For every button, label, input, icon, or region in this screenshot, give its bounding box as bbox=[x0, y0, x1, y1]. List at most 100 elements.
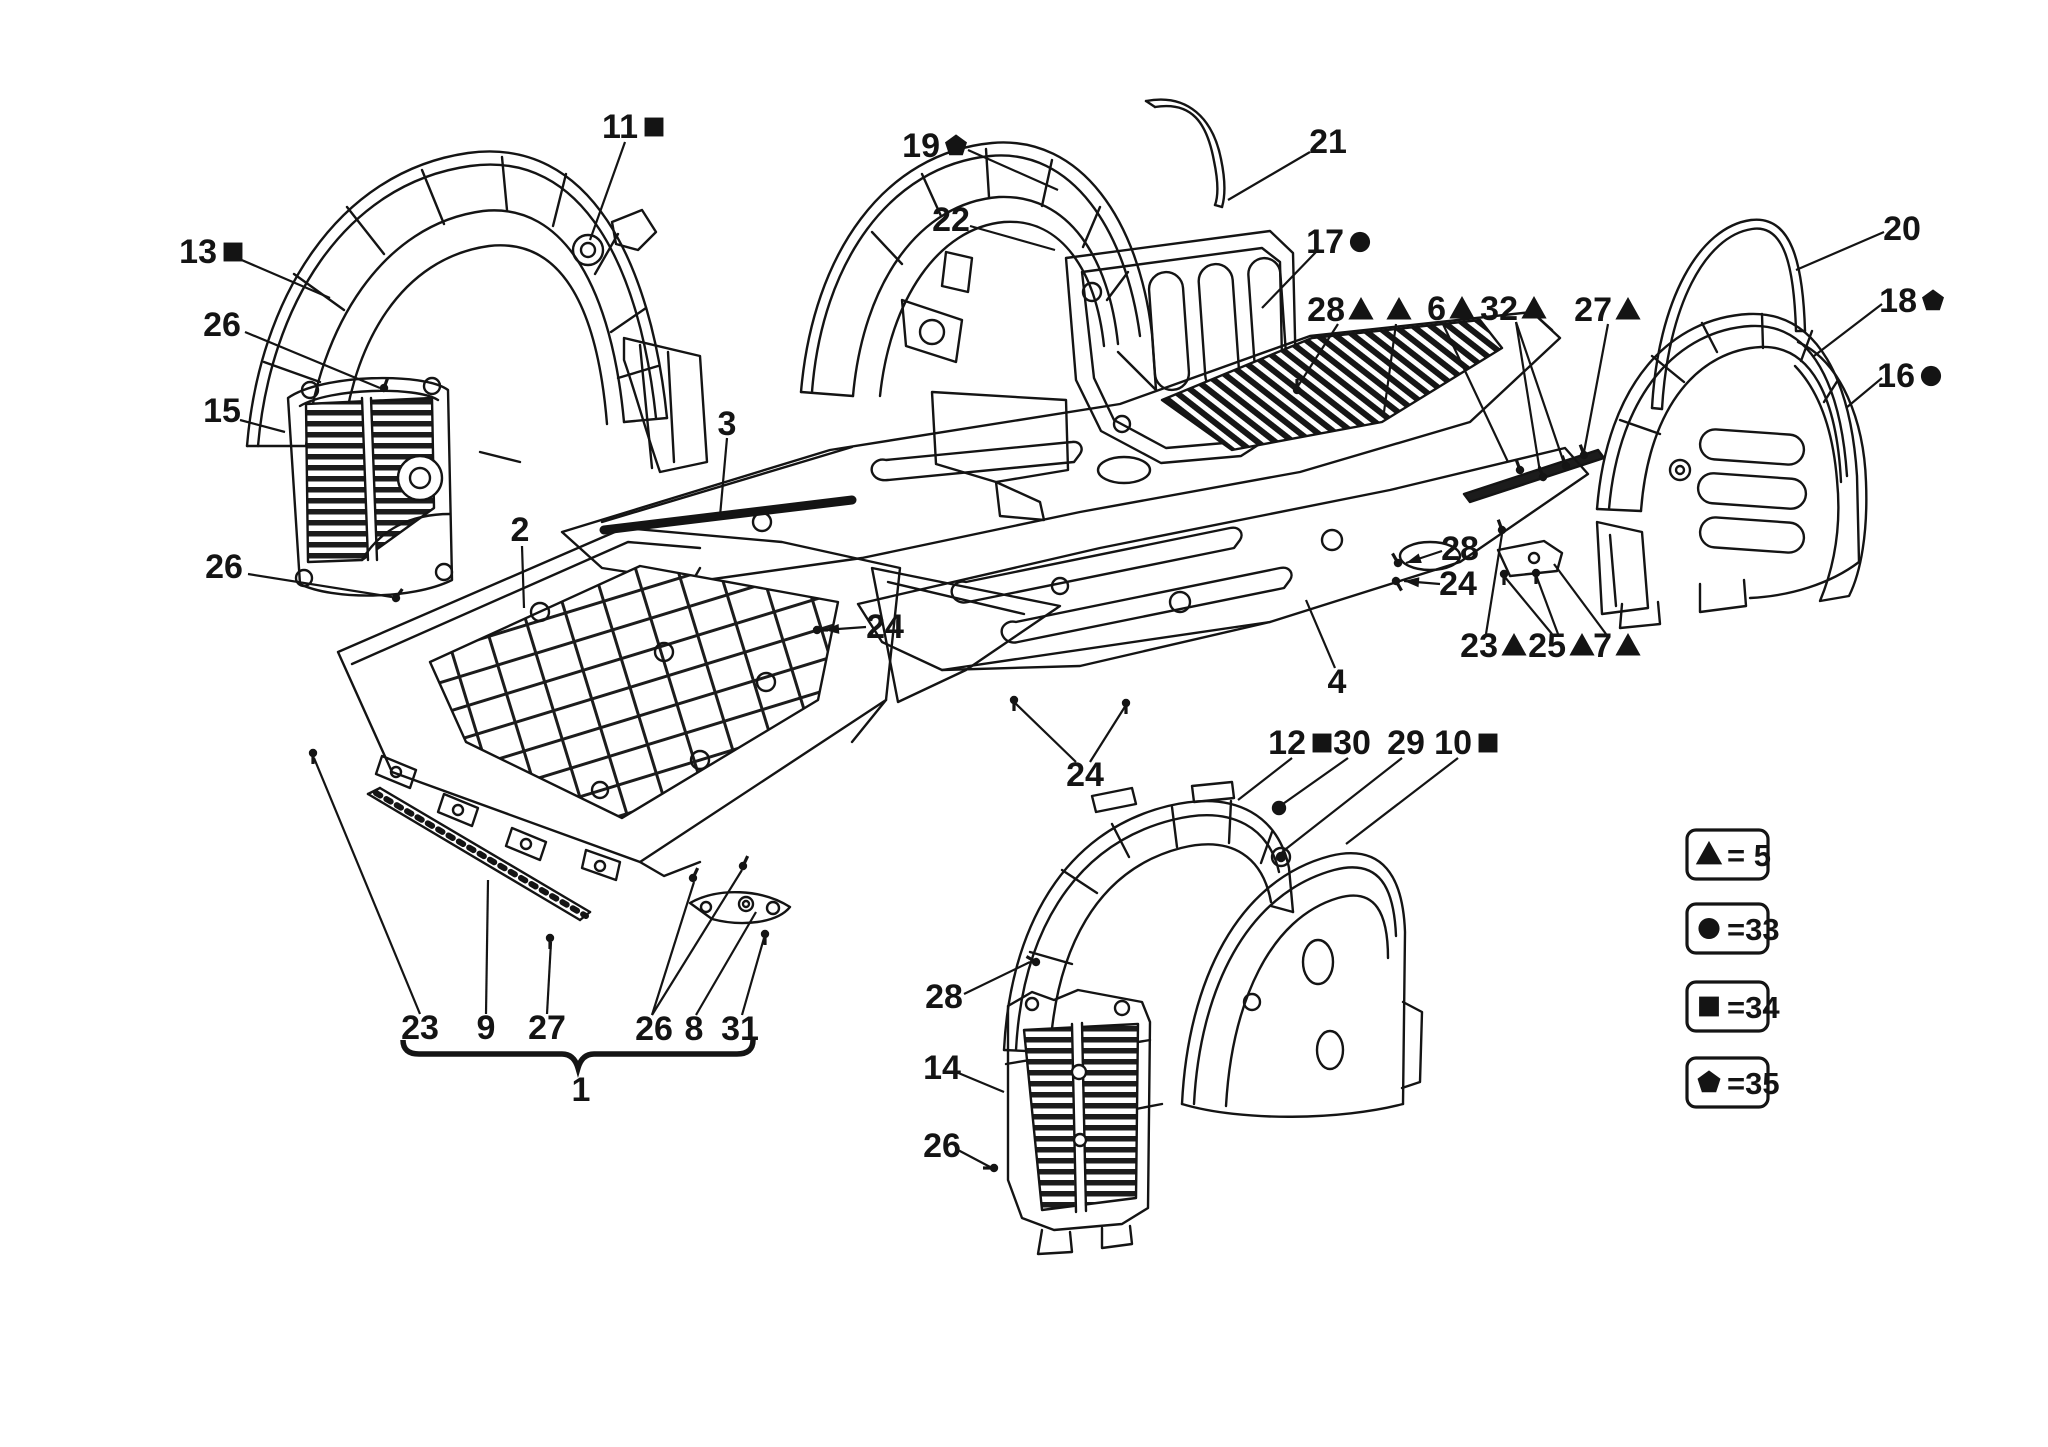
legend: = 5=33=34=35 bbox=[1685, 828, 1780, 1109]
leader-line bbox=[1237, 757, 1293, 801]
callout-27-bl: 27 bbox=[528, 1009, 566, 1047]
part-rear-right-arch-liner bbox=[1595, 218, 1868, 630]
leader-line bbox=[1484, 533, 1504, 635]
leader-line bbox=[1813, 303, 1883, 357]
callout-24-mid: 24 bbox=[866, 608, 904, 646]
leader-line bbox=[1345, 757, 1459, 845]
callout-12: 12 bbox=[1268, 724, 1306, 762]
fastener-clip-icon bbox=[1025, 955, 1041, 967]
leader-line bbox=[955, 1070, 1005, 1094]
fastener-clip-icon bbox=[760, 929, 770, 945]
callout-15: 15 bbox=[203, 392, 241, 430]
callout-27-right: 27 bbox=[1574, 291, 1612, 329]
callout-25: 25 bbox=[1528, 627, 1566, 665]
leader-line bbox=[650, 881, 696, 1016]
leader-line bbox=[1441, 321, 1509, 463]
leader-line bbox=[520, 545, 526, 609]
fastener-clip-icon bbox=[308, 748, 318, 764]
leader-line bbox=[312, 757, 422, 1015]
leader-line bbox=[957, 1149, 993, 1169]
callout-28-top: 28 bbox=[1307, 291, 1345, 329]
circle-icon bbox=[1920, 365, 1942, 387]
part-front-underbody-panel bbox=[336, 526, 1062, 882]
fastener-clip-icon bbox=[1531, 568, 1541, 584]
fastener-clip-icon bbox=[379, 377, 390, 393]
callout-18: 18 bbox=[1879, 282, 1917, 320]
callout-2: 2 bbox=[511, 511, 530, 549]
leader-line bbox=[545, 941, 553, 1015]
fastener-clip-icon bbox=[688, 867, 700, 883]
leader-line bbox=[718, 437, 729, 517]
legend-box bbox=[1685, 1056, 1770, 1109]
fastener-clip-icon bbox=[738, 855, 750, 871]
callout-24-bottom: 24 bbox=[1066, 756, 1104, 794]
callout-17: 17 bbox=[1306, 223, 1344, 261]
callout-23-right: 23 bbox=[1460, 627, 1498, 665]
part-front-grille-panel bbox=[286, 376, 454, 597]
fastener-clip-icon bbox=[391, 588, 404, 603]
triangle-icon bbox=[1501, 632, 1527, 656]
fastener-clip-icon bbox=[545, 933, 555, 949]
triangle-icon bbox=[1386, 296, 1412, 320]
callout-20: 20 bbox=[1883, 210, 1921, 248]
part-support-bracket bbox=[688, 890, 792, 925]
leader-line bbox=[1227, 151, 1311, 201]
callout-29: 29 bbox=[1387, 724, 1425, 762]
callout-28-bottom: 28 bbox=[925, 978, 963, 1016]
legend-box bbox=[1685, 980, 1770, 1033]
leader-line bbox=[588, 141, 627, 241]
callout-8: 8 bbox=[685, 1010, 704, 1048]
callout-4: 4 bbox=[1328, 663, 1347, 701]
square-icon bbox=[223, 242, 243, 262]
callout-26-bottom: 26 bbox=[923, 1127, 961, 1165]
fastener-clip-icon bbox=[1391, 576, 1403, 592]
leader-line bbox=[963, 961, 1031, 995]
leader-line bbox=[695, 911, 757, 1016]
leader-line bbox=[1503, 575, 1553, 635]
leader-line bbox=[1534, 574, 1560, 635]
leader-line bbox=[484, 879, 490, 1015]
callout-24-right: 24 bbox=[1439, 565, 1477, 603]
leader-line bbox=[1297, 323, 1339, 387]
leader-line bbox=[1279, 757, 1349, 807]
fastener-clip-icon bbox=[1009, 695, 1019, 711]
callout-19: 19 bbox=[902, 127, 940, 165]
legend-item-circle: =33 bbox=[1685, 902, 1780, 955]
fastener-clip-icon bbox=[1499, 569, 1509, 585]
callout-3: 3 bbox=[718, 405, 737, 443]
legend-label: =33 bbox=[1727, 912, 1780, 947]
triangle-icon bbox=[1615, 296, 1641, 320]
fastener-clip-icon bbox=[983, 1163, 999, 1173]
square-icon bbox=[1312, 733, 1332, 753]
leader-line bbox=[1089, 704, 1127, 763]
leader-line bbox=[239, 418, 286, 434]
pentagon-icon bbox=[1922, 289, 1944, 311]
callout-31: 31 bbox=[721, 1010, 759, 1048]
leader-line bbox=[1514, 321, 1542, 473]
callout-16: 16 bbox=[1877, 357, 1915, 395]
part-front-spoiler-strip bbox=[366, 786, 592, 922]
leader-line bbox=[969, 224, 1056, 252]
fastener-clip-icon bbox=[1514, 459, 1525, 475]
triangle-icon bbox=[1348, 296, 1374, 320]
fastener-clip-icon bbox=[1578, 444, 1589, 460]
leader-line bbox=[236, 256, 331, 300]
leader-line bbox=[1795, 230, 1885, 272]
callout-6: 6 bbox=[1427, 290, 1446, 328]
part-rear-arch-liner-assembly bbox=[1002, 780, 1424, 1256]
square-icon bbox=[644, 117, 664, 137]
leader-line bbox=[740, 937, 766, 1016]
part-rear-bracket bbox=[1496, 539, 1564, 578]
fastener-clip-icon bbox=[1496, 519, 1507, 535]
circle-icon bbox=[1349, 231, 1371, 253]
leader-line bbox=[247, 572, 393, 599]
leader-line bbox=[1261, 251, 1317, 309]
callout-1: 1 bbox=[572, 1071, 591, 1109]
callout-7: 7 bbox=[1593, 627, 1612, 665]
square-icon bbox=[1478, 733, 1498, 753]
fastener-clip-icon bbox=[1292, 379, 1302, 395]
part-rear-grille-panel bbox=[1006, 988, 1152, 1256]
leader-lines-layer bbox=[236, 141, 1885, 1169]
